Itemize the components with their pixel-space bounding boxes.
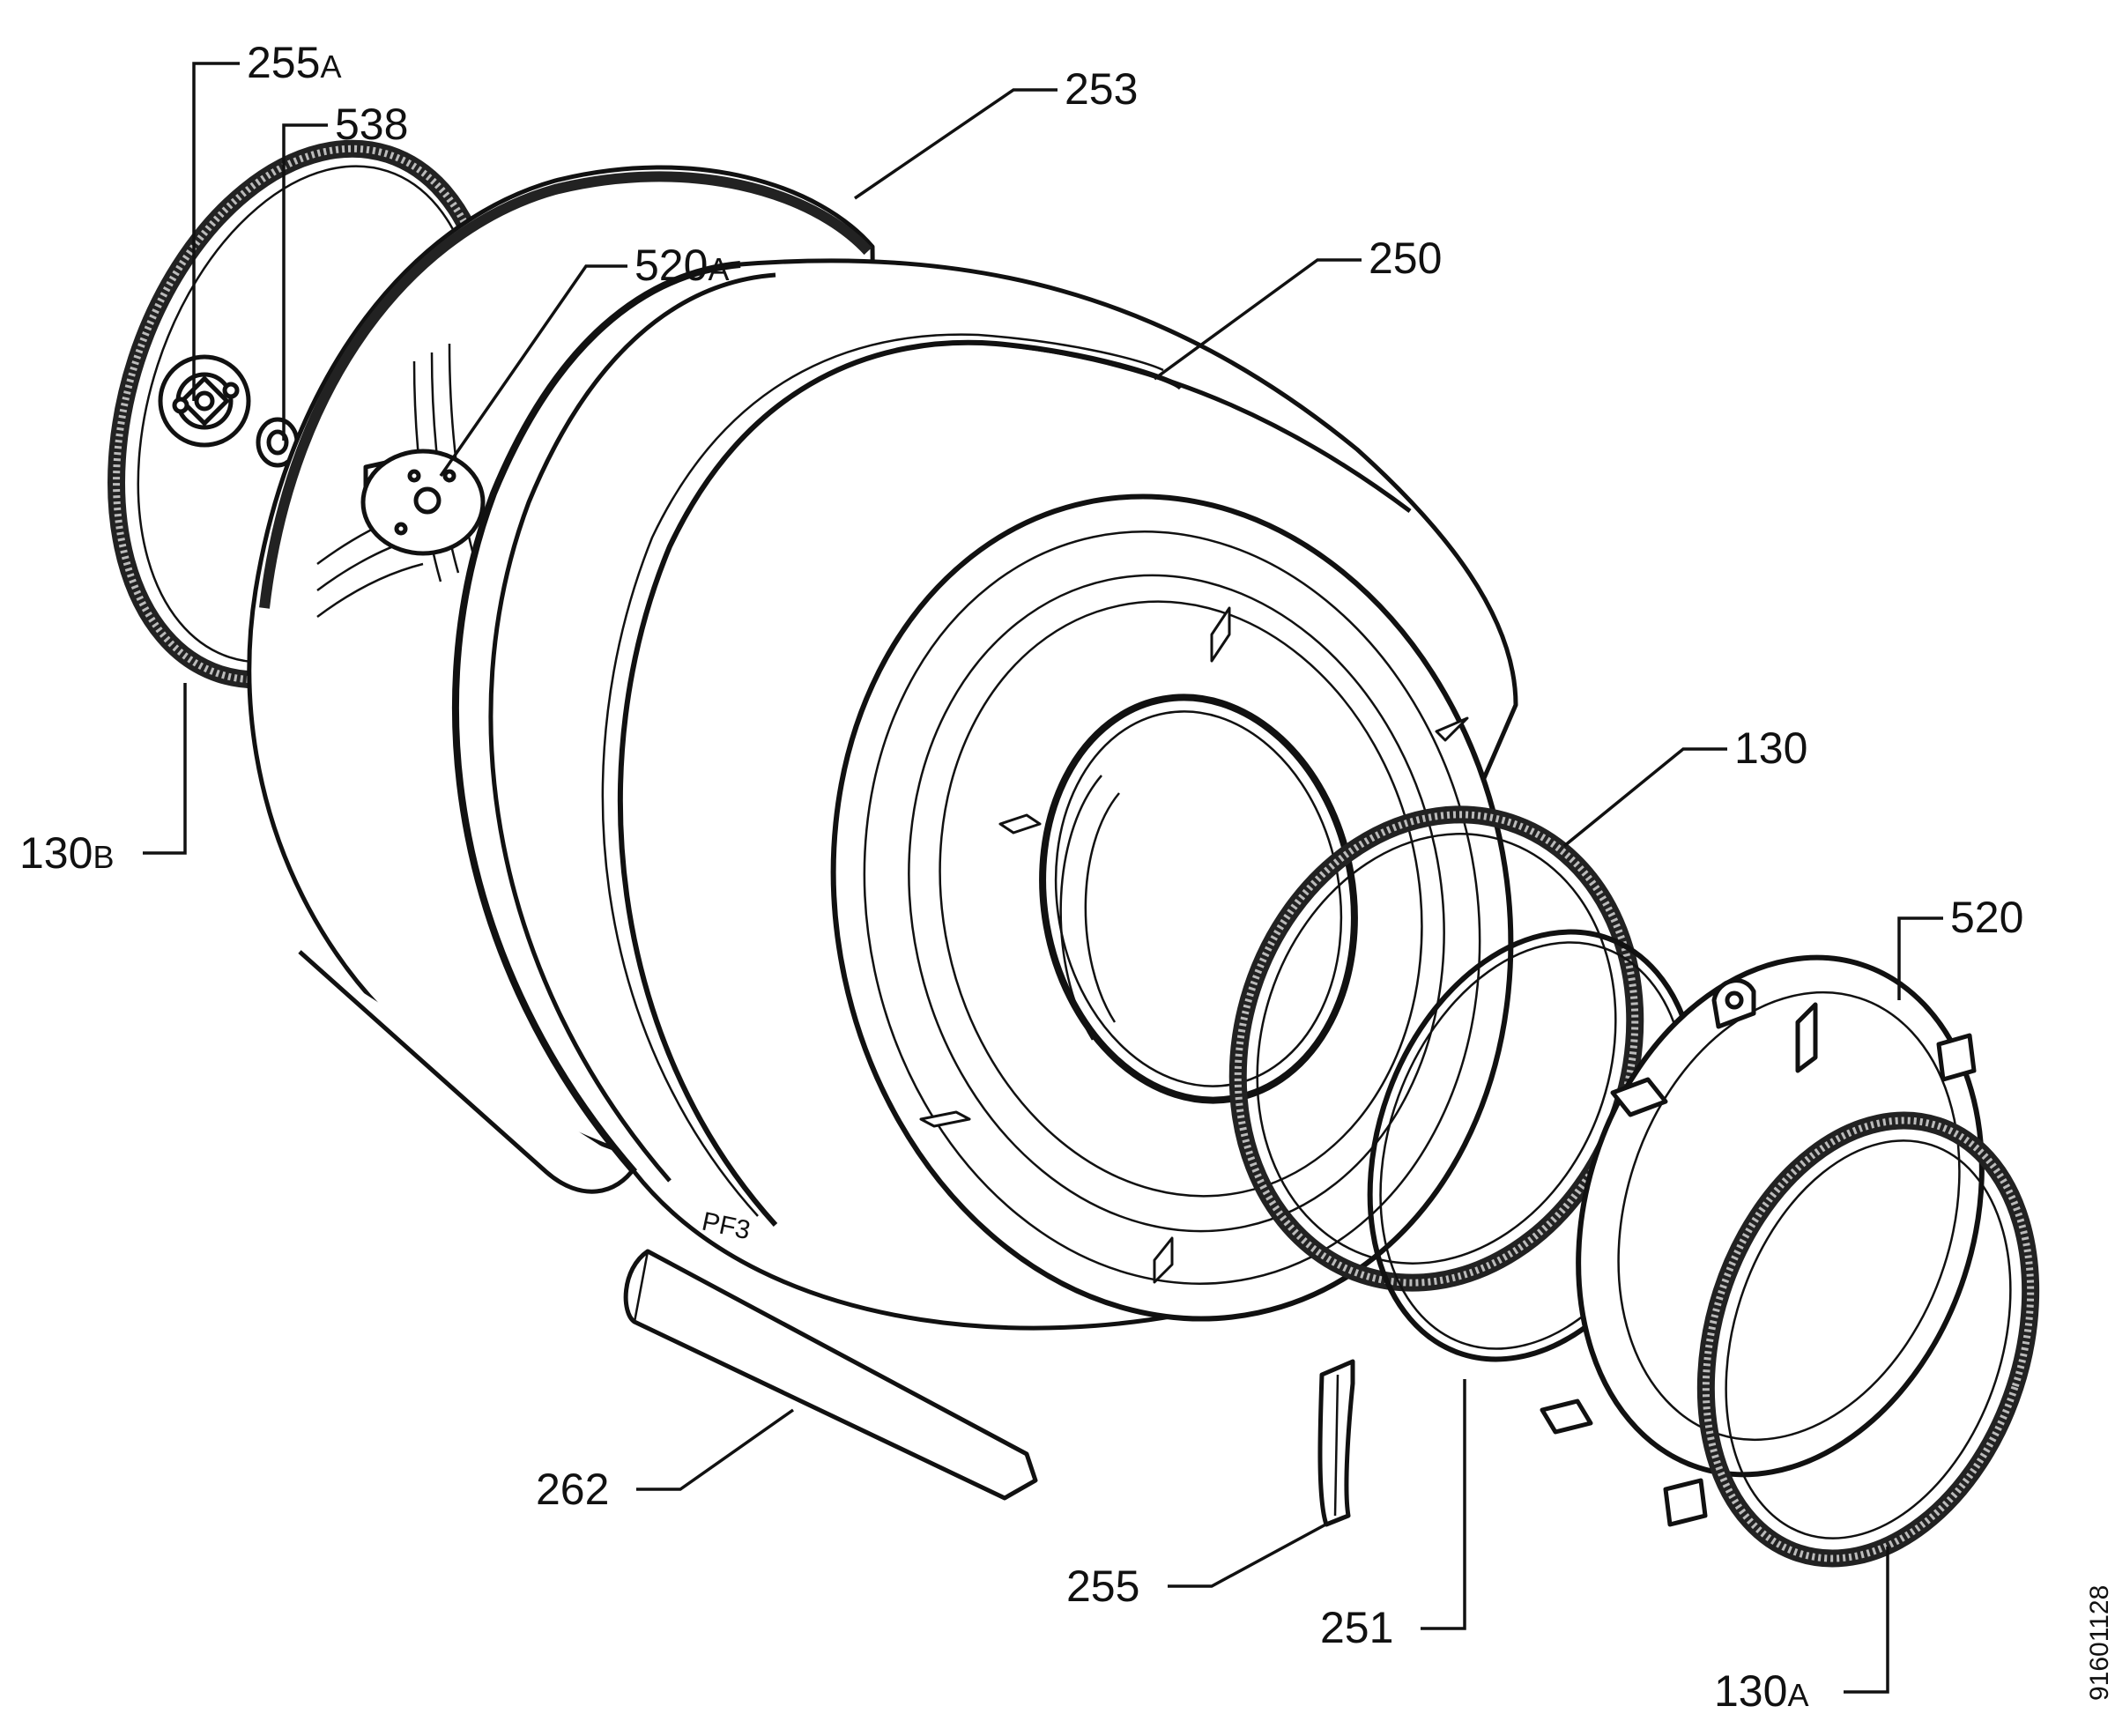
leader-253: [854, 88, 1058, 200]
diagram-code: 91601128: [2085, 1585, 2114, 1701]
leader-538: [282, 123, 328, 441]
leader-255a: [192, 62, 240, 401]
label-255a: 255A: [247, 38, 341, 87]
washer-538: [256, 417, 300, 468]
bearing-hub-255a: [158, 354, 251, 448]
hub-plate-520a: [360, 449, 486, 556]
leader-262: [636, 1408, 795, 1491]
leader-250: [1153, 258, 1362, 381]
leader-520: [1897, 916, 1943, 1000]
label-130: 130: [1734, 723, 1807, 773]
label-520: 520: [1950, 893, 2023, 942]
front-housing-520: [1540, 954, 1985, 1527]
leader-130a: [1844, 1547, 1889, 1694]
lifter-bar-262: [623, 1249, 1038, 1501]
leader-251: [1421, 1379, 1466, 1630]
label-130a: 130A: [1714, 1666, 1808, 1716]
label-251: 251: [1320, 1603, 1393, 1652]
label-250: 250: [1369, 234, 1442, 283]
label-538: 538: [335, 100, 408, 149]
label-262: 262: [536, 1465, 609, 1514]
leader-130: [1562, 747, 1727, 848]
drum-front-face: [830, 493, 1514, 1322]
label-130b: 130B: [19, 828, 114, 878]
leader-255: [1168, 1521, 1330, 1588]
leader-130b: [143, 683, 187, 855]
leader-lines: [143, 62, 1943, 1694]
leader-520a: [439, 264, 627, 477]
label-253: 253: [1065, 64, 1138, 114]
clip-255: [1317, 1359, 1355, 1527]
label-255: 255: [1066, 1562, 1139, 1611]
label-520a: 520A: [634, 241, 729, 290]
front-seal-ring-130a: [1696, 1111, 2040, 1568]
